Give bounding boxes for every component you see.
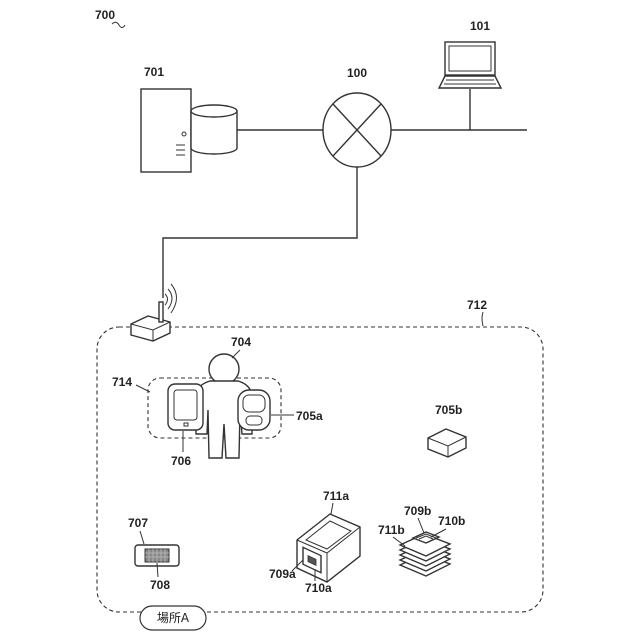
label-700-leader: [112, 22, 125, 27]
label-100: 100: [347, 66, 367, 80]
label-705a: 705a: [296, 409, 323, 423]
label-706: 706: [171, 454, 191, 468]
label-707: 707: [128, 516, 148, 530]
network-node: [323, 93, 391, 167]
computer-icon: [439, 42, 501, 88]
label-712: 712: [467, 298, 487, 312]
label-710a: 710a: [305, 581, 332, 595]
label-704-leader: [232, 350, 240, 358]
server-icon: [141, 89, 237, 172]
label-714-leader: [136, 385, 150, 392]
label-707-leader: [140, 531, 144, 544]
card-reader-icon: [135, 545, 179, 566]
label-708: 708: [150, 578, 170, 592]
label-711b: 711b: [378, 523, 405, 537]
label-711a: 711a: [323, 489, 349, 503]
label-700: 700: [95, 8, 115, 22]
label-709a: 709a: [269, 567, 296, 581]
wearable-device-a-icon: [238, 390, 270, 430]
label-711a-leader: [331, 503, 333, 514]
label-711b-leader: [393, 537, 405, 546]
label-710b: 710b: [438, 514, 465, 528]
label-704: 704: [231, 335, 251, 349]
link-network-router: [163, 166, 357, 298]
location-tag-label: 場所A: [157, 611, 190, 625]
label-101: 101: [470, 19, 490, 33]
label-709b-leader: [418, 518, 424, 533]
paper-stack-b-icon: [400, 532, 450, 576]
label-712-leader: [482, 312, 483, 326]
label-701: 701: [144, 65, 164, 79]
label-710b-leader: [431, 529, 446, 537]
label-714: 714: [112, 375, 132, 389]
smartphone-icon: [168, 384, 203, 430]
label-705b: 705b: [435, 403, 462, 417]
router-icon: [131, 284, 177, 341]
document-tray-a-icon: [297, 514, 360, 582]
wearable-device-b-icon: [428, 429, 466, 457]
label-709b: 709b: [404, 504, 431, 518]
